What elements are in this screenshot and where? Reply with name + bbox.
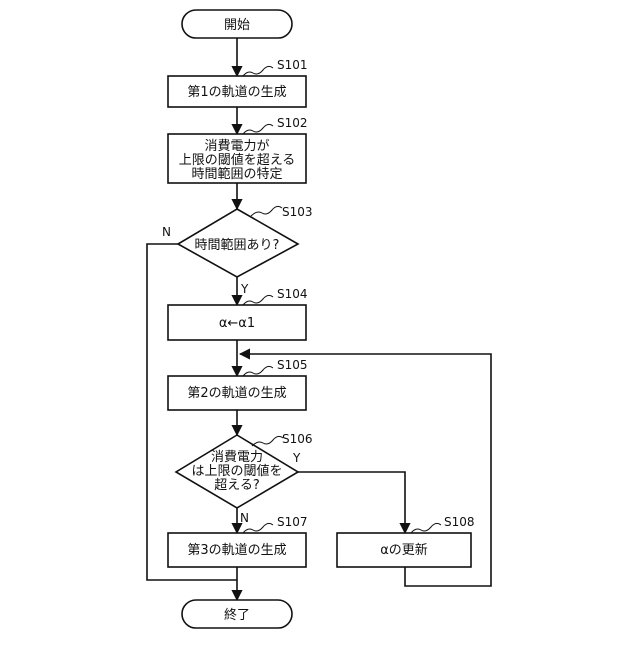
s106-step-id: S106 [282, 432, 313, 446]
edge-s103-no-bypass [147, 244, 237, 580]
s108-step-id: S108 [444, 515, 475, 529]
s103-step-id: S103 [282, 205, 313, 219]
s106-line-2: は上限の閾値を [191, 463, 282, 479]
s101-label: 第1の軌道の生成 [187, 84, 286, 100]
edge-s106-yes-s108 [298, 472, 405, 533]
end-node: 終了 [182, 600, 292, 628]
s102-line-3: 時間範囲の特定 [191, 167, 282, 182]
s103-label: 時間範囲あり? [195, 238, 280, 253]
s104-step-id: S104 [277, 287, 308, 301]
s105-label: 第2の軌道の生成 [187, 385, 286, 401]
s105-step-id: S105 [277, 358, 308, 372]
s106-yes-label: Y [292, 451, 301, 465]
s107-step-id: S107 [277, 515, 308, 529]
s103-yes-label: Y [240, 282, 249, 296]
s106-no-label: N [240, 511, 249, 525]
s106-line-1: 消費電力 [211, 450, 263, 465]
s103-no-label: N [162, 225, 171, 239]
s101-step-id: S101 [277, 58, 308, 72]
start-node: 開始 [182, 10, 292, 38]
s102-line-2: 上限の閾値を超える [179, 152, 296, 168]
start-label: 開始 [224, 18, 250, 33]
s102-step-id: S102 [277, 116, 308, 130]
end-label: 終了 [224, 607, 250, 623]
s108-label: αの更新 [380, 542, 428, 558]
s102-line-1: 消費電力が [204, 139, 269, 154]
s104-label: α←α1 [219, 316, 255, 331]
s106-line-3: 超える? [214, 478, 260, 493]
decision-s106: 消費電力 は上限の閾値を 超える? S106 Y N [176, 432, 313, 525]
s107-label: 第3の軌道の生成 [187, 542, 286, 558]
